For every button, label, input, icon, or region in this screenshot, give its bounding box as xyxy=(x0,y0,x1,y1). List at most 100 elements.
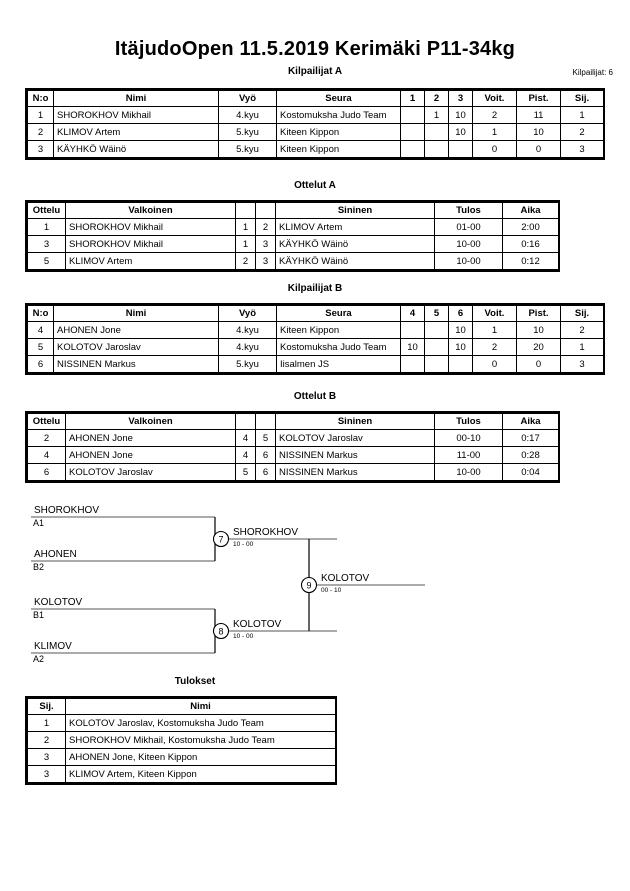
cell-time: 0:12 xyxy=(502,252,559,270)
cell-wins: 2 xyxy=(472,106,517,124)
col-wins: Voit. xyxy=(472,90,517,107)
bracket-entry-name-0: SHOROKHOV xyxy=(34,505,99,516)
col-white: Valkoinen xyxy=(65,202,236,219)
bracket-entry-name-2: KOLOTOV xyxy=(34,597,82,608)
bracket-entry-seed-1: B2 xyxy=(33,562,44,572)
cell-name: AHONEN Jone xyxy=(53,321,219,339)
cell-opp-2 xyxy=(424,140,449,158)
cell-blue: KOLOTOV Jaroslav xyxy=(275,429,435,447)
cell-rank: 2 xyxy=(560,321,604,339)
section-caption-results: Tulokset xyxy=(174,676,216,687)
col-rank: Sij. xyxy=(560,305,604,322)
cell-match: 1 xyxy=(27,218,66,236)
bracket-node-score-8: 10 - 00 xyxy=(233,633,254,640)
page-title: ItäjudoOpen 11.5.2019 Kerimäki P11-34kg xyxy=(114,38,516,60)
cell-blue-no: 5 xyxy=(255,429,276,447)
cell-no: 5 xyxy=(27,338,54,356)
cell-wins: 0 xyxy=(472,355,517,373)
cell-blue-no: 2 xyxy=(255,218,276,236)
cell-no: 4 xyxy=(27,321,54,339)
col-time: Aika xyxy=(502,202,559,219)
cell-club: Kiteen Kippon xyxy=(276,321,401,339)
cell-opp-1 xyxy=(400,321,425,339)
cell-club: Kiteen Kippon xyxy=(276,123,401,141)
cell-belt: 4.kyu xyxy=(218,106,277,124)
cell-wins: 1 xyxy=(472,321,517,339)
cell-belt: 4.kyu xyxy=(218,321,277,339)
table-header-row: Ottelu Valkoinen Sininen Tulos Aika xyxy=(27,202,559,219)
cell-opp-3: 10 xyxy=(448,106,473,124)
cell-white-no: 2 xyxy=(235,252,256,270)
col-result: Tulos xyxy=(434,202,503,219)
col-points: Pist. xyxy=(516,90,561,107)
cell-no: 6 xyxy=(27,355,54,373)
cell-no: 1 xyxy=(27,106,54,124)
cell-belt: 4.kyu xyxy=(218,338,277,356)
col-club: Seura xyxy=(276,305,401,322)
cell-match: 2 xyxy=(27,429,66,447)
cell-rank: 3 xyxy=(560,140,604,158)
cell-points: 20 xyxy=(516,338,561,356)
cell-name: NISSINEN Markus xyxy=(53,355,219,373)
cell-name: KOLOTOV Jaroslav xyxy=(53,338,219,356)
cell-time: 0:17 xyxy=(502,429,559,447)
col-match: Ottelu xyxy=(27,202,66,219)
elimination-bracket: SHOROKHOV A1 AHONEN B2 KOLOTOV B1 KLIMOV… xyxy=(0,495,630,675)
col-no: N:o xyxy=(27,90,54,107)
cell-white-no: 4 xyxy=(235,429,256,447)
pool-a-table: N:o Nimi Vyö Seura 1 2 3 Voit. Pist. Sij… xyxy=(25,88,605,160)
cell-white: KOLOTOV Jaroslav xyxy=(65,463,236,481)
cell-opp-3: 10 xyxy=(448,123,473,141)
cell-name: KÄYHKÖ Wäinö xyxy=(53,140,219,158)
bracket-node-score-9: 00 - 10 xyxy=(321,587,342,594)
cell-wins: 0 xyxy=(472,140,517,158)
cell-result: 10-00 xyxy=(434,252,503,270)
cell-name: AHONEN Jone, Kiteen Kippon xyxy=(65,748,336,766)
col-white: Valkoinen xyxy=(65,413,236,430)
cell-points: 11 xyxy=(516,106,561,124)
bracket-node-winner-7: SHOROKHOV xyxy=(233,527,298,538)
section-caption-pool-a: Kilpailijat A xyxy=(287,66,343,77)
section-caption-matches-a: Ottelut A xyxy=(294,180,336,191)
cell-opp-1 xyxy=(400,355,425,373)
cell-blue-no: 6 xyxy=(255,463,276,481)
competitor-count: Kilpailijat: 6 xyxy=(572,68,613,77)
cell-opp-2: 1 xyxy=(424,106,449,124)
col-opp-3: 3 xyxy=(448,90,473,107)
col-white-no xyxy=(235,413,256,430)
cell-white-no: 1 xyxy=(235,235,256,253)
col-opp-4: 4 xyxy=(400,305,425,322)
cell-blue-no: 3 xyxy=(255,252,276,270)
cell-result: 10-00 xyxy=(434,463,503,481)
bracket-node-score-7: 10 - 00 xyxy=(233,541,254,548)
bracket-node-number-9: 9 xyxy=(306,581,311,591)
cell-result: 10-00 xyxy=(434,235,503,253)
col-points: Pist. xyxy=(516,305,561,322)
cell-white: KLIMOV Artem xyxy=(65,252,236,270)
col-name: Nimi xyxy=(53,305,219,322)
cell-white: SHOROKHOV Mikhail xyxy=(65,218,236,236)
cell-opp-2 xyxy=(424,338,449,356)
cell-result: 00-10 xyxy=(434,429,503,447)
cell-name: SHOROKHOV Mikhail, Kostomuksha Judo Team xyxy=(65,731,336,749)
cell-club: Kostomuksha Judo Team xyxy=(276,338,401,356)
pool-b-table: N:o Nimi Vyö Seura 4 5 6 Voit. Pist. Sij… xyxy=(25,303,605,375)
bracket-entry-name-1: AHONEN xyxy=(34,549,77,560)
cell-white-no: 1 xyxy=(235,218,256,236)
cell-rank: 2 xyxy=(27,731,66,749)
cell-name: KLIMOV Artem, Kiteen Kippon xyxy=(65,765,336,783)
cell-opp-2 xyxy=(424,355,449,373)
bracket-node-number-7: 7 xyxy=(218,535,223,545)
col-white-no xyxy=(235,202,256,219)
bracket-node-winner-9: KOLOTOV xyxy=(321,573,369,584)
